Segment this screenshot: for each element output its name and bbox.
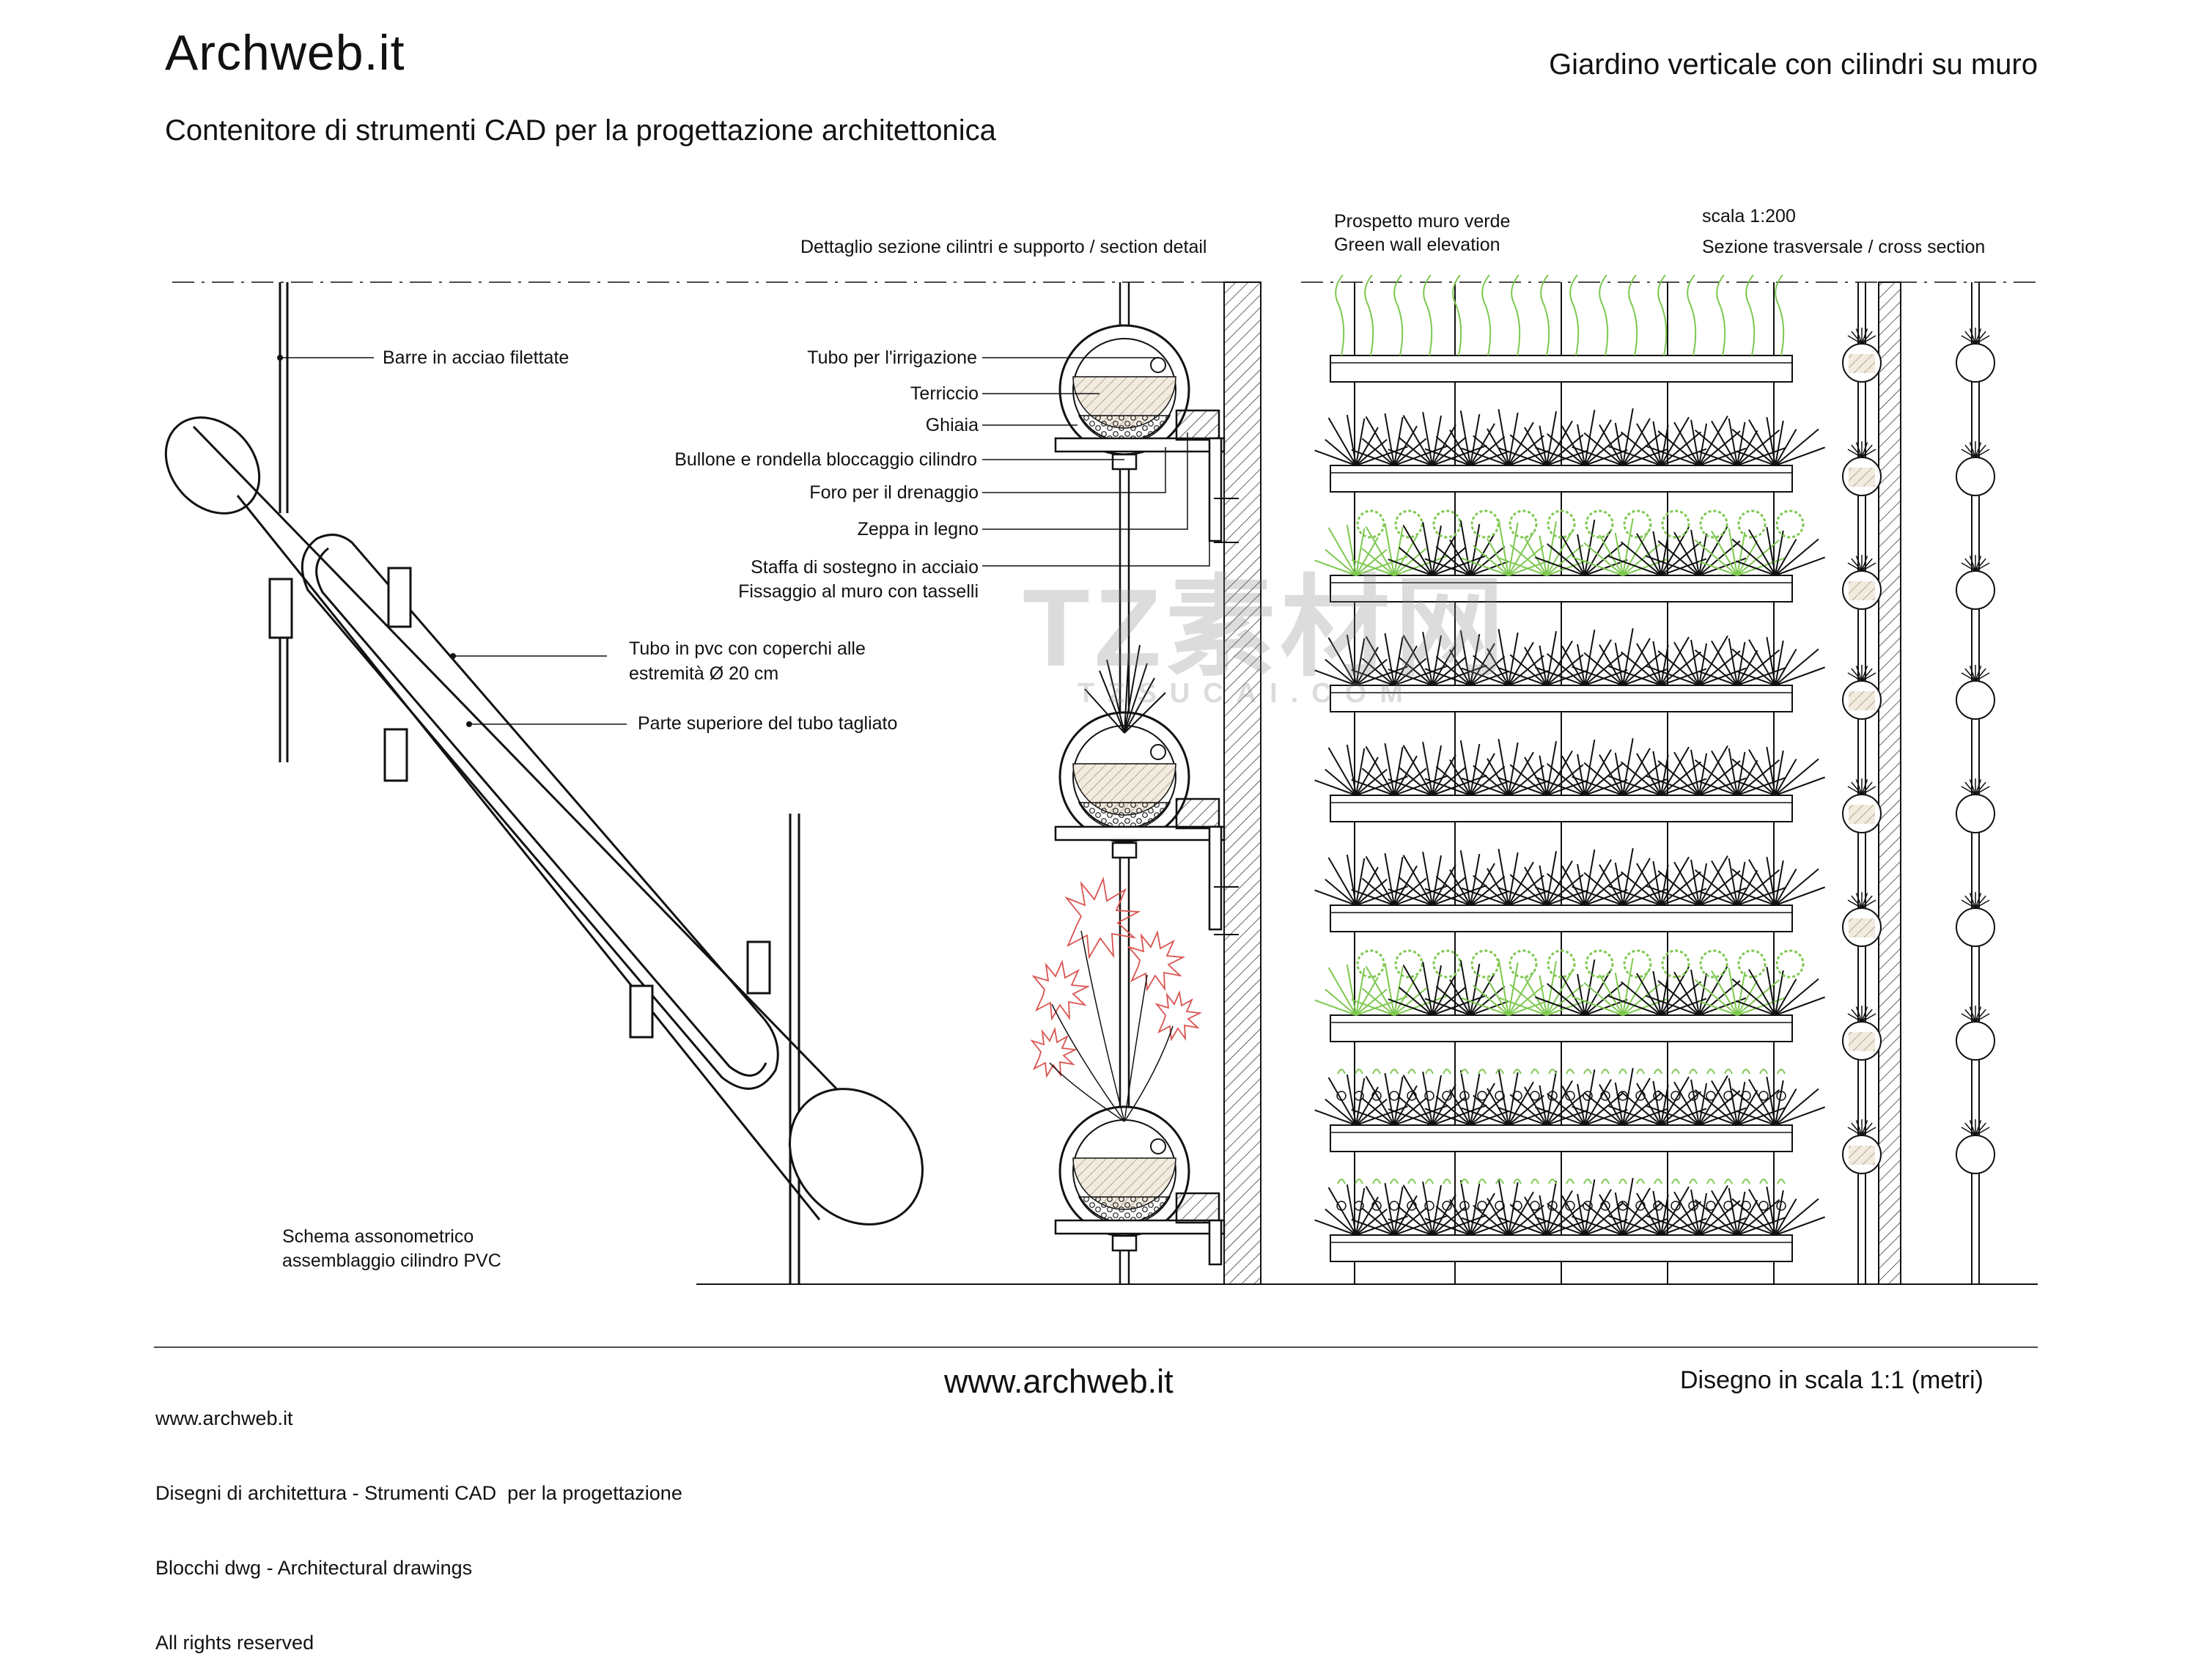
planter-row [1314,408,1825,493]
label-gravel: Ghiaia [925,415,979,435]
label-drain: Foro per il drenaggio [809,482,979,503]
label-wedge: Zeppa in legno [857,519,979,539]
cross-section-cylinder [1842,328,1882,383]
footer-line: Blocchi dwg - Architectural drawings [155,1557,473,1579]
watermark-sub: TZSUCAI.COM [1078,678,1416,709]
axonometric-caption-2: assemblaggio cilindro PVC [282,1250,501,1271]
label-pvc-tube-2: estremità Ø 20 cm [629,663,779,684]
label-bracket-2: Fissaggio al muro con tasselli [738,581,979,602]
label-pvc-tube-1: Tubo in pvc con coperchi alle [629,638,866,659]
cad-drawing [154,274,2038,1348]
cross-section-cylinder [1842,665,1882,720]
cross-section-cylinder [1842,778,1882,833]
section-detail [1030,281,1261,1285]
cross-section-title: Sezione trasversale / cross section [1702,237,1986,257]
brand-logo-text: Archweb.it [165,25,405,81]
label-bracket-1: Staffa di sostegno in acciaio [751,557,979,578]
planter-row [1330,274,1793,383]
cross-section-cylinder [1956,778,1995,833]
section-detail-title: Dettaglio sezione cilintri e supporto / … [800,237,1207,257]
cross-section-cylinder [1842,1119,1882,1174]
planter-row [1314,848,1825,932]
cross-section-cylinder [1842,892,1882,947]
cross-section-cylinder [1842,441,1882,496]
elevation-title-en: Green wall elevation [1334,235,1500,255]
footer-credits: www.archweb.it Disegni di architettura -… [155,1356,682,1680]
footer-url[interactable]: www.archweb.it [944,1363,1174,1400]
planter-row [1314,738,1825,822]
drawing-title: Giardino verticale con cilindri su muro [1549,48,2038,81]
cross-section-cylinder [1956,441,1995,496]
label-soil: Terriccio [910,383,979,404]
footer-scale-note: Disegno in scala 1:1 (metri) [1680,1366,1983,1394]
elevation-title-it: Prospetto muro verde [1334,211,1511,232]
label-tube-cut: Parte superiore del tubo tagliato [638,713,898,734]
planter-row [1314,1068,1825,1152]
cross-section-cylinder [1956,665,1995,720]
planter-row [1314,1178,1825,1262]
planter-row [1314,628,1825,712]
cross-section-cylinder [1956,1119,1995,1174]
cross-section-cylinder [1956,892,1995,947]
label-irrigation: Tubo per l'irrigazione [807,347,977,368]
cross-section-cylinders [1842,328,1995,1174]
planter-rows [1314,274,1825,1262]
footer-line: www.archweb.it [155,1407,293,1429]
label-threaded-bars: Barre in acciao filettate [383,347,570,368]
planter-row [1314,949,1825,1042]
cross-section-cylinder [1842,1006,1882,1061]
footer-line: Disegni di architettura - Strumenti CAD … [155,1482,682,1504]
watermark: TZ素材网 [1023,566,1509,689]
footer-line: All rights reserved [155,1632,314,1654]
axonometric-cylinder [164,282,924,1284]
label-bolt: Bullone e rondella bloccaggio cilindro [674,449,977,470]
planter-row [1314,509,1825,603]
axonometric-caption-1: Schema assonometrico [282,1226,474,1247]
cross-section-cylinder [1842,555,1882,610]
cross-section-cylinder [1956,1006,1995,1061]
scale-label: scala 1:200 [1702,206,1796,226]
cross-section-cylinder [1956,328,1995,383]
subtitle: Contenitore di strumenti CAD per la prog… [165,114,996,147]
cross-section [1857,281,1980,1285]
cross-section-cylinder [1956,555,1995,610]
